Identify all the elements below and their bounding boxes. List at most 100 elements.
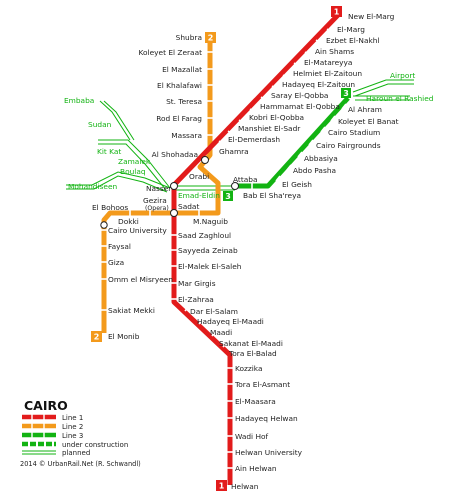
map-credit: 2014 © UrbanRail.Net (R. Schwandl) bbox=[20, 460, 141, 468]
line2-labels: Shubra Koleyet El Zeraat El Mazallat El … bbox=[92, 33, 257, 341]
station-ain-helwan: Ain Helwan bbox=[235, 464, 277, 473]
map-title: CAIRO bbox=[24, 398, 68, 413]
station-helwan-university: Helwan University bbox=[235, 448, 303, 457]
station-cairo-stadium: Cairo Stadium bbox=[328, 128, 380, 137]
interchange-markers bbox=[100, 156, 239, 229]
svg-text:2: 2 bbox=[208, 34, 214, 43]
station-hadayeq-el-maadi: Hadayeq El-Maadi bbox=[197, 317, 264, 326]
station-cairo-university: Cairo University bbox=[108, 226, 167, 235]
station-tora-el-balad: Tora El-Balad bbox=[228, 349, 277, 358]
station-el-bohoos: El Bohoos bbox=[92, 203, 128, 212]
line1-route bbox=[171, 13, 340, 485]
station-haroun-el-rashied: Haroun el Rashied bbox=[366, 94, 434, 103]
station-dokki: Dokki bbox=[118, 217, 139, 226]
station-hammamat-el-qobba: Hammamat El-Qobba bbox=[260, 102, 340, 111]
svg-text:1: 1 bbox=[219, 482, 225, 491]
station-mar-girgis: Mar Girgis bbox=[178, 279, 216, 288]
station-sadat: Sadat bbox=[178, 202, 199, 211]
station-mohandiseen: Mohandiseen bbox=[68, 182, 117, 191]
station-sayyeda-zeinab: Sayyeda Zeinab bbox=[178, 246, 238, 255]
legend-line2: Line 2 bbox=[22, 423, 83, 431]
legend-under-construction: under construction bbox=[22, 441, 128, 449]
station-sakanat-el-maadi: Sakanat El-Maadi bbox=[219, 339, 283, 348]
station-el-zahraa: El-Zahraa bbox=[178, 295, 214, 304]
interchange-sadat bbox=[170, 209, 178, 217]
station-opera: (Opera) bbox=[145, 205, 169, 212]
badge-line3-west: 3 bbox=[223, 191, 233, 201]
station-bab-el-shareya: Bab El Sha'reya bbox=[243, 191, 301, 200]
line3-labels: Airport Haroun el Rashied Al Ahram Koley… bbox=[64, 71, 434, 200]
station-m-naguib: M.Naguib bbox=[193, 217, 228, 226]
svg-text:2: 2 bbox=[94, 333, 100, 342]
interchange-nasser bbox=[170, 182, 178, 190]
badge-line3-east: 3 bbox=[341, 88, 351, 98]
station-giza: Giza bbox=[108, 258, 124, 267]
station-sudan: Sudan bbox=[88, 120, 112, 129]
station-faysal: Faysal bbox=[108, 242, 131, 251]
station-airport: Airport bbox=[390, 71, 415, 80]
legend-line1: Line 1 bbox=[22, 414, 83, 422]
station-st-teresa: St. Teresa bbox=[166, 97, 202, 106]
badge-line2-north: 2 bbox=[205, 32, 216, 43]
station-el-demerdash: El-Demerdash bbox=[228, 135, 280, 144]
station-nasser: Nasser bbox=[146, 184, 172, 193]
svg-text:under construction: under construction bbox=[62, 441, 128, 449]
station-helmiet-el-zaitoun: Helmiet El-Zaitoun bbox=[293, 69, 362, 78]
station-boulaq: Boulaq bbox=[120, 167, 146, 176]
station-abbasiya: Abbasiya bbox=[304, 154, 338, 163]
station-hadayeq-el-zaitoun: Hadayeq El-Zaitoun bbox=[282, 80, 355, 89]
station-koleyet-el-banat: Koleyet El Banat bbox=[338, 117, 399, 126]
svg-text:planned: planned bbox=[62, 449, 90, 457]
station-embaba: Embaba bbox=[64, 96, 94, 105]
station-saray-el-qobba: Saray El-Qobba bbox=[271, 91, 328, 100]
line1-ticks bbox=[171, 28, 334, 469]
station-ain-shams: Ain Shams bbox=[315, 47, 354, 56]
svg-text:Line 3: Line 3 bbox=[62, 432, 83, 440]
station-dar-el-salam: Dar El-Salam bbox=[190, 307, 238, 316]
station-al-shohadaa: Al Shohadaa bbox=[152, 150, 198, 159]
svg-text:3: 3 bbox=[225, 192, 231, 201]
station-manshiet-el-sadr: Manshiet El-Sadr bbox=[238, 124, 301, 133]
svg-text:Line 1: Line 1 bbox=[62, 414, 83, 422]
badge-line1-north: 1 bbox=[331, 6, 342, 17]
station-koleyet-el-zeraat: Koleyet El Zeraat bbox=[139, 48, 203, 57]
station-emad-eldin: Emad-Eldin bbox=[178, 191, 220, 200]
station-el-malek-el-saleh: El-Malek El-Saleh bbox=[178, 262, 242, 271]
badge-line2-south: 2 bbox=[91, 331, 102, 342]
station-el-maasara: El-Maasara bbox=[235, 397, 276, 406]
station-saad-zaghloul: Saad Zaghloul bbox=[178, 231, 231, 240]
station-massara: Massara bbox=[171, 131, 202, 140]
station-sakiat-mekki: Sakiat Mekki bbox=[108, 306, 155, 315]
station-el-matareyya: El-Matareyya bbox=[304, 58, 352, 67]
station-el-geish: El Geish bbox=[282, 180, 312, 189]
badge-line1-south: 1 bbox=[216, 480, 227, 491]
station-abdo-pasha: Abdo Pasha bbox=[293, 166, 336, 175]
station-maadi: Maadi bbox=[210, 328, 232, 337]
station-new-el-marg: New El-Marg bbox=[348, 12, 395, 21]
legend-planned: planned bbox=[22, 449, 90, 457]
station-omm-el-misryeen: Omm el Misryeen bbox=[108, 275, 173, 284]
station-orabi: Orabi bbox=[189, 172, 209, 181]
station-attaba: Attaba bbox=[233, 175, 257, 184]
station-shubra: Shubra bbox=[176, 33, 202, 42]
line3-route bbox=[235, 96, 350, 189]
station-al-ahram: Al Ahram bbox=[348, 105, 382, 114]
station-el-marg: El-Marg bbox=[337, 25, 365, 34]
station-gezira: Gezira bbox=[143, 196, 167, 205]
svg-text:3: 3 bbox=[343, 89, 349, 98]
station-hadayeq-helwan: Hadayeq Helwan bbox=[235, 414, 298, 423]
line3-planned bbox=[66, 79, 414, 193]
svg-text:1: 1 bbox=[334, 8, 340, 17]
station-kobri-el-qobba: Kobri El-Qobba bbox=[249, 113, 304, 122]
station-tora-el-asmant: Tora El-Asmant bbox=[234, 380, 290, 389]
station-cairo-fairgrounds: Cairo Fairgrounds bbox=[316, 141, 381, 150]
station-kit-kat: Kit Kat bbox=[97, 147, 121, 156]
station-wadi-hof: Wadi Hof bbox=[235, 432, 269, 441]
station-kozzika: Kozzika bbox=[235, 364, 263, 373]
station-rod-el-farag: Rod El Farag bbox=[156, 114, 202, 123]
svg-text:Line 2: Line 2 bbox=[62, 423, 83, 431]
station-el-mazallat: El Mazallat bbox=[162, 65, 202, 74]
station-ghamra: Ghamra bbox=[219, 147, 249, 156]
legend: Line 1 Line 2 Line 3 under construction … bbox=[22, 414, 128, 457]
